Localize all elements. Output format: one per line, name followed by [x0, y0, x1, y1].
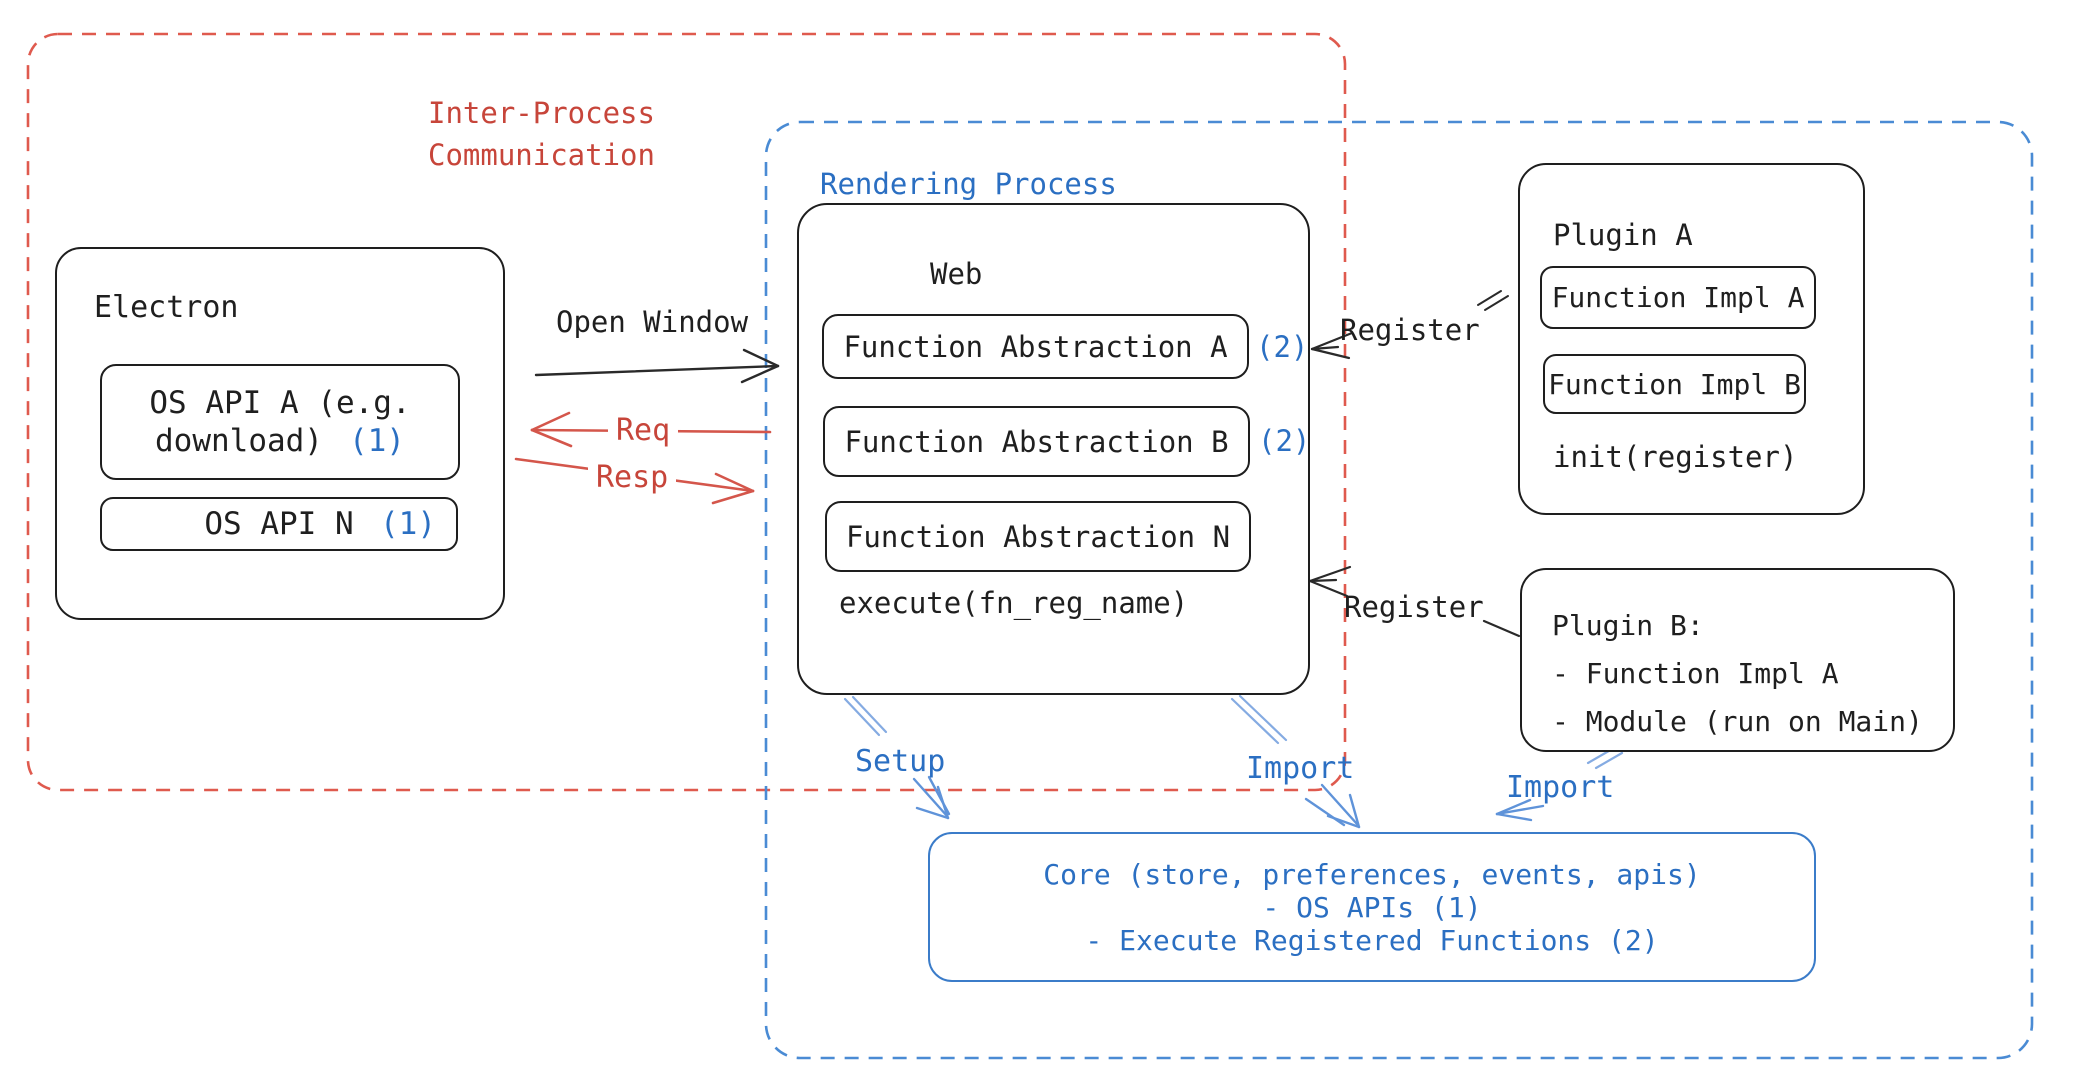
os-api-n-label: OS API N: [204, 506, 354, 542]
open-window-arrow: [534, 348, 780, 384]
execute-label: execute(fn_reg_name): [839, 586, 1189, 620]
plugin-b-title: Plugin B:: [1552, 609, 1704, 642]
import-web-arrow: [1304, 783, 1361, 829]
function-impl-a-box: Function Impl A: [1540, 266, 1816, 329]
register-bottom-label: Register: [1344, 590, 1484, 624]
plugin-b-content: Plugin B: - Function Impl A - Module (run …: [1552, 602, 1923, 746]
core-line-1: Core (store, preferences, events, apis): [1043, 857, 1701, 891]
register-bottom-connector: [1482, 619, 1521, 638]
resp-label: Resp: [588, 458, 677, 498]
function-abstraction-a-box: Function Abstraction A: [822, 314, 1249, 379]
ipc-label-line2: Communication: [428, 138, 655, 172]
plugin-b-item-function-impl-a: - Function Impl A: [1552, 657, 1839, 690]
rendering-process-label: Rendering Process: [820, 167, 1117, 201]
import-plugin-arrowhead: [1495, 798, 1545, 822]
os-api-n-badge: (1): [380, 506, 436, 542]
core-box: Core (store, preferences, events, apis) …: [928, 832, 1816, 982]
os-api-a-line2-row: download) (1): [155, 422, 405, 460]
setup-leader-line: [843, 695, 888, 737]
register-top-arrowhead: [1310, 331, 1354, 360]
import-web-leader-line: [1230, 694, 1288, 745]
ipc-boundary: [26, 32, 1347, 792]
setup-label: Setup: [855, 744, 946, 779]
function-abstraction-n-box: Function Abstraction N: [825, 501, 1251, 572]
register-top-tick: [1477, 290, 1509, 311]
electron-title: Electron: [94, 290, 239, 325]
import-web-label: Import: [1246, 751, 1355, 786]
function-impl-b-box: Function Impl B: [1543, 354, 1806, 414]
import-plugin-label: Import: [1506, 770, 1615, 805]
core-line-2: - OS APIs (1): [1262, 890, 1482, 924]
os-api-a-badge: (1): [348, 423, 405, 459]
init-register-label: init(register): [1553, 440, 1798, 474]
core-line-3: - Execute Registered Functions (2): [1085, 923, 1659, 957]
function-abstraction-b-badge: (2): [1258, 424, 1311, 458]
register-top-label: Register: [1340, 313, 1480, 347]
register-bottom-arrowhead: [1308, 565, 1352, 598]
function-abstraction-b-box: Function Abstraction B: [823, 406, 1250, 477]
open-window-label: Open Window: [556, 305, 749, 339]
web-title: Web: [930, 257, 983, 291]
os-api-a-line1: OS API A (e.g.: [149, 385, 411, 421]
ipc-label-line1: Inter-Process: [428, 96, 655, 130]
plugin-a-box: [1518, 163, 1865, 515]
req-label: Req: [608, 411, 679, 451]
os-api-a-line2: download): [155, 423, 323, 459]
os-api-a-box: OS API A (e.g. download) (1): [100, 364, 460, 480]
plugin-a-title: Plugin A: [1553, 218, 1693, 252]
os-api-n-box: OS API N (1): [100, 497, 458, 551]
function-abstraction-a-badge: (2): [1256, 330, 1309, 364]
plugin-b-item-module: - Module (run on Main): [1552, 705, 1923, 738]
plugin-b-box: [1520, 568, 1955, 752]
rendering-boundary: [764, 120, 2034, 1060]
setup-arrow: [912, 775, 951, 820]
